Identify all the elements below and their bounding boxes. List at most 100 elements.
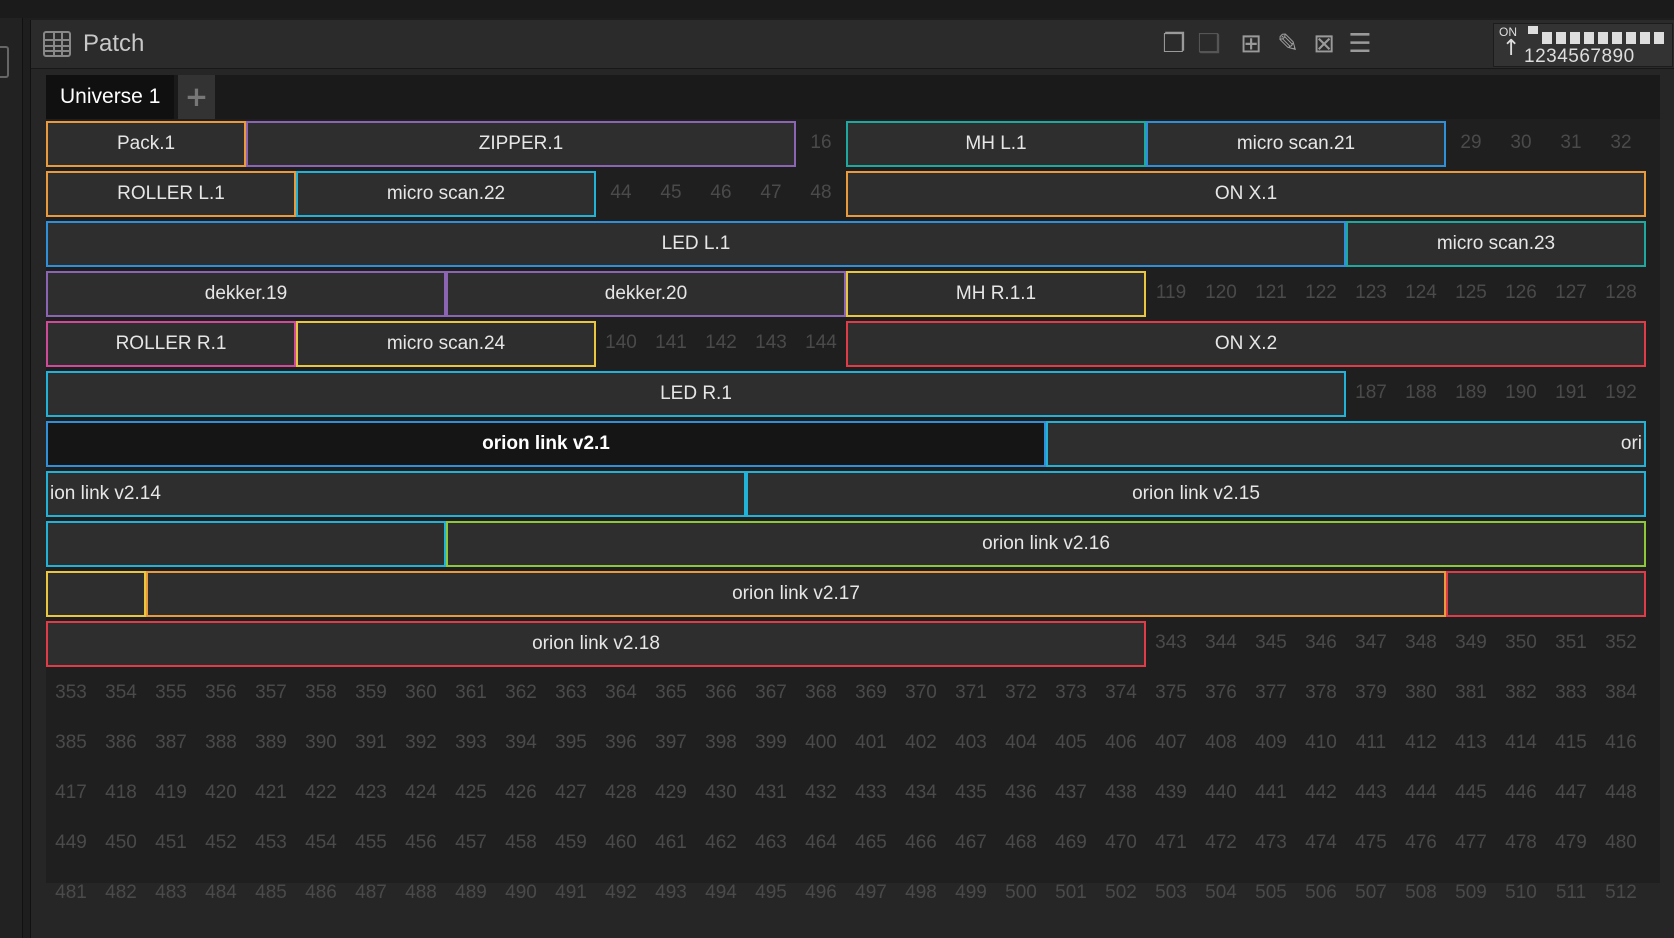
channel-cell[interactable]: 31: [1560, 132, 1582, 153]
fixture-block[interactable]: dekker.20: [446, 271, 846, 317]
channel-cell[interactable]: 500: [1005, 882, 1037, 903]
channel-cell[interactable]: 433: [855, 782, 887, 803]
channel-cell[interactable]: 448: [1605, 782, 1637, 803]
channel-cell[interactable]: 366: [705, 682, 737, 703]
channel-cell[interactable]: 409: [1255, 732, 1287, 753]
channel-cell[interactable]: 393: [455, 732, 487, 753]
channel-cell[interactable]: 390: [305, 732, 337, 753]
channel-cell[interactable]: 370: [905, 682, 937, 703]
channel-cell[interactable]: 47: [760, 182, 782, 203]
channel-cell[interactable]: 416: [1605, 732, 1637, 753]
paste-icon[interactable]: ❑: [1197, 29, 1221, 59]
dip-switch-6[interactable]: [1598, 32, 1608, 44]
channel-cell[interactable]: 461: [655, 832, 687, 853]
channel-cell[interactable]: 451: [155, 832, 187, 853]
channel-cell[interactable]: 491: [555, 882, 587, 903]
channel-cell[interactable]: 498: [905, 882, 937, 903]
channel-cell[interactable]: 391: [355, 732, 387, 753]
channel-cell[interactable]: 507: [1355, 882, 1387, 903]
channel-cell[interactable]: 463: [755, 832, 787, 853]
dip-switch-1[interactable]: [1528, 26, 1538, 34]
channel-cell[interactable]: 191: [1555, 382, 1587, 403]
add-fixture-icon[interactable]: ⊞: [1240, 29, 1262, 59]
channel-cell[interactable]: 367: [755, 682, 787, 703]
fixture-block[interactable]: MH R.1.1: [846, 271, 1146, 317]
channel-cell[interactable]: 449: [55, 832, 87, 853]
channel-cell[interactable]: 400: [805, 732, 837, 753]
channel-cell[interactable]: 407: [1155, 732, 1187, 753]
channel-cell[interactable]: 421: [255, 782, 287, 803]
channel-cell[interactable]: 361: [455, 682, 487, 703]
channel-cell[interactable]: 396: [605, 732, 637, 753]
channel-cell[interactable]: 383: [1555, 682, 1587, 703]
channel-cell[interactable]: 442: [1305, 782, 1337, 803]
channel-cell[interactable]: 358: [305, 682, 337, 703]
channel-cell[interactable]: 418: [105, 782, 137, 803]
channel-cell[interactable]: 398: [705, 732, 737, 753]
channel-cell[interactable]: 419: [155, 782, 187, 803]
channel-cell[interactable]: 121: [1255, 282, 1287, 303]
channel-cell[interactable]: 432: [805, 782, 837, 803]
channel-cell[interactable]: 362: [505, 682, 537, 703]
channel-cell[interactable]: 426: [505, 782, 537, 803]
edit-icon[interactable]: ✎: [1277, 29, 1299, 59]
dip-switch-10[interactable]: [1654, 32, 1664, 44]
channel-cell[interactable]: 126: [1505, 282, 1537, 303]
channel-cell[interactable]: 423: [355, 782, 387, 803]
channel-cell[interactable]: 127: [1555, 282, 1587, 303]
dip-switches[interactable]: [1528, 26, 1668, 44]
channel-cell[interactable]: 424: [405, 782, 437, 803]
fixture-block[interactable]: LED R.1: [46, 371, 1346, 417]
channel-cell[interactable]: 123: [1355, 282, 1387, 303]
dip-switch-5[interactable]: [1584, 32, 1594, 44]
channel-cell[interactable]: 397: [655, 732, 687, 753]
channel-cell[interactable]: 417: [55, 782, 87, 803]
channel-cell[interactable]: 402: [905, 732, 937, 753]
channel-cell[interactable]: 353: [55, 682, 87, 703]
channel-cell[interactable]: 454: [305, 832, 337, 853]
channel-cell[interactable]: 351: [1555, 632, 1587, 653]
channel-cell[interactable]: 475: [1355, 832, 1387, 853]
copy-icon[interactable]: ❐: [1162, 29, 1186, 59]
channel-cell[interactable]: 502: [1105, 882, 1137, 903]
channel-cell[interactable]: 511: [1555, 882, 1587, 903]
channel-cell[interactable]: 404: [1005, 732, 1037, 753]
channel-cell[interactable]: 457: [455, 832, 487, 853]
channel-cell[interactable]: 128: [1605, 282, 1637, 303]
channel-cell[interactable]: 490: [505, 882, 537, 903]
channel-cell[interactable]: 499: [955, 882, 987, 903]
channel-cell[interactable]: 492: [605, 882, 637, 903]
channel-cell[interactable]: 505: [1255, 882, 1287, 903]
channel-cell[interactable]: 453: [255, 832, 287, 853]
fixture-block[interactable]: Pack.1: [46, 121, 246, 167]
fixture-block[interactable]: [1446, 571, 1646, 617]
channel-cell[interactable]: 474: [1305, 832, 1337, 853]
channel-cell[interactable]: 344: [1205, 632, 1237, 653]
channel-cell[interactable]: 501: [1055, 882, 1087, 903]
fixture-block[interactable]: ion link v2.14: [46, 471, 746, 517]
channel-cell[interactable]: 405: [1055, 732, 1087, 753]
channel-cell[interactable]: 188: [1405, 382, 1437, 403]
channel-cell[interactable]: 357: [255, 682, 287, 703]
channel-cell[interactable]: 16: [810, 132, 832, 153]
channel-cell[interactable]: 377: [1255, 682, 1287, 703]
channel-cell[interactable]: 140: [605, 332, 637, 353]
channel-cell[interactable]: 346: [1305, 632, 1337, 653]
channel-cell[interactable]: 438: [1105, 782, 1137, 803]
channel-cell[interactable]: 368: [805, 682, 837, 703]
fixture-block[interactable]: micro scan.22: [296, 171, 596, 217]
channel-cell[interactable]: 486: [305, 882, 337, 903]
channel-cell[interactable]: 373: [1055, 682, 1087, 703]
fixture-block[interactable]: micro scan.24: [296, 321, 596, 367]
channel-cell[interactable]: 349: [1455, 632, 1487, 653]
channel-cell[interactable]: 189: [1455, 382, 1487, 403]
channel-cell[interactable]: 122: [1305, 282, 1337, 303]
dip-switch-panel[interactable]: ON ↑ 1234567890: [1493, 23, 1673, 67]
fixture-block[interactable]: orion link v2.16: [446, 521, 1646, 567]
channel-cell[interactable]: 446: [1505, 782, 1537, 803]
channel-cell[interactable]: 190: [1505, 382, 1537, 403]
channel-cell[interactable]: 408: [1205, 732, 1237, 753]
channel-cell[interactable]: 478: [1505, 832, 1537, 853]
channel-cell[interactable]: 444: [1405, 782, 1437, 803]
channel-cell[interactable]: 142: [705, 332, 737, 353]
